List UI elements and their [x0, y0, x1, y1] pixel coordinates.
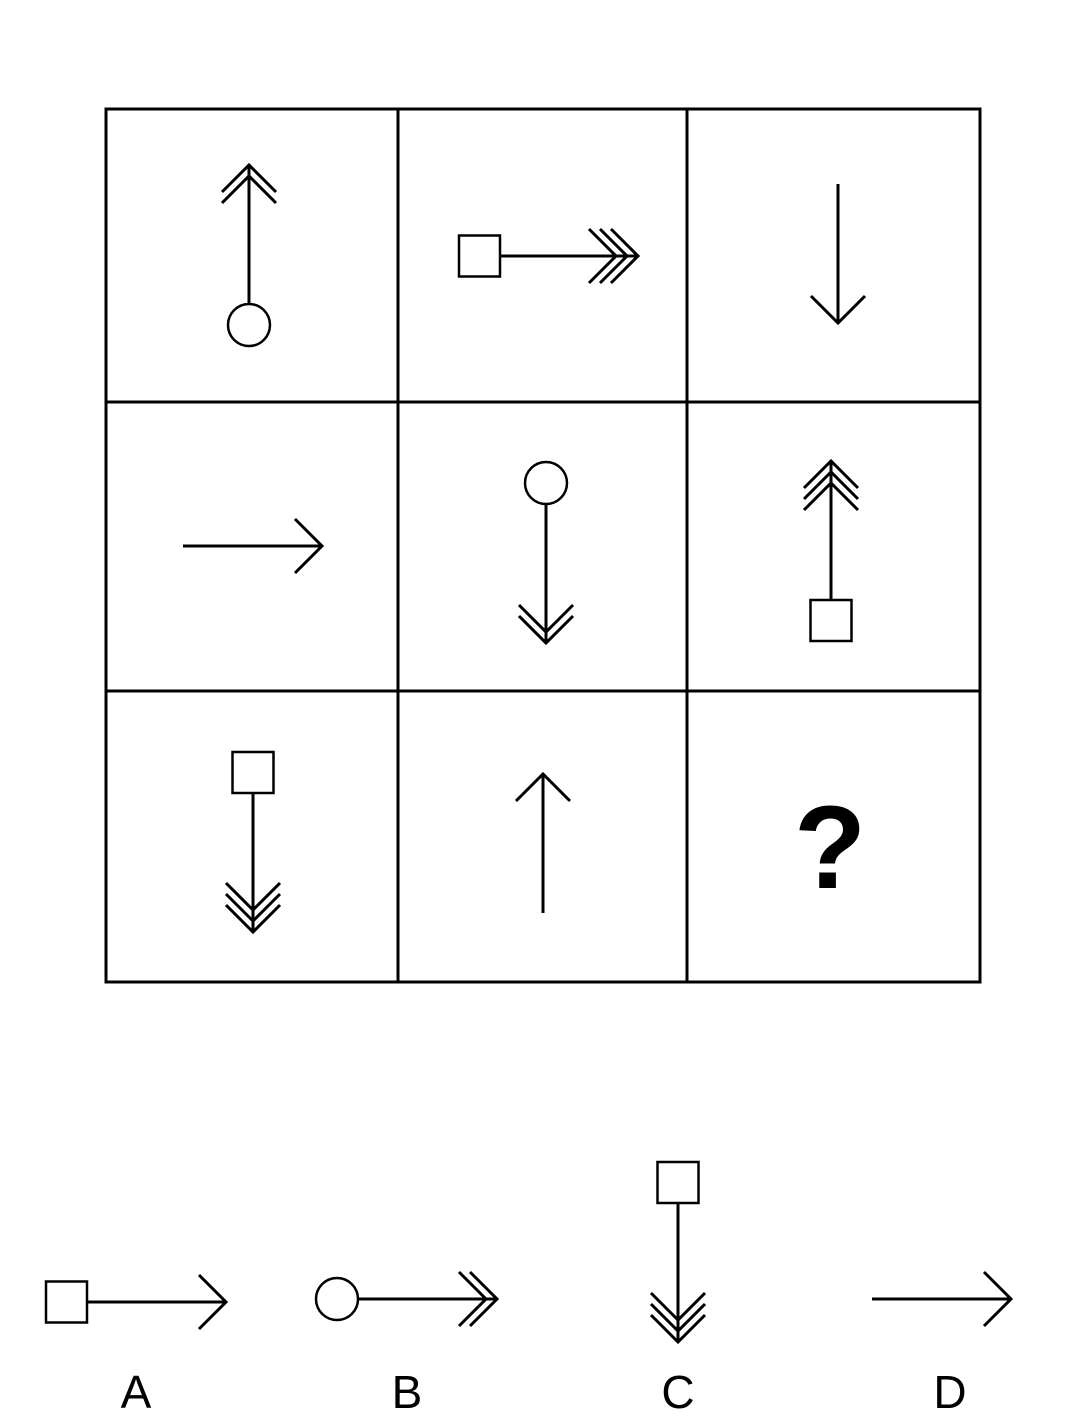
option-b-arrow[interactable]	[314, 1270, 500, 1328]
arrow-head-chevron	[598, 227, 630, 285]
grid-border	[104, 107, 982, 984]
grid-cell-r1c3-arrow	[809, 184, 867, 326]
arrow-head-chevron	[224, 881, 282, 913]
arrow-head-chevron	[802, 469, 860, 501]
arrow-head-chevron	[293, 517, 325, 575]
arrow-head-chevron	[982, 1270, 1014, 1328]
tail-square-icon	[809, 598, 853, 643]
tail-square-icon	[457, 234, 502, 278]
option-d-arrow[interactable]	[872, 1270, 1014, 1328]
tail-circle-icon	[226, 302, 272, 348]
grid-cell-r1c1-arrow	[220, 162, 278, 348]
arrow-head-chevron	[649, 1291, 707, 1323]
option-b-label[interactable]: B	[392, 1366, 423, 1418]
tail-circle-icon	[523, 460, 569, 506]
arrow-head-chevron	[468, 1270, 500, 1328]
puzzle-grid	[104, 107, 982, 984]
missing-cell-question-mark: ?	[794, 782, 866, 914]
option-a-arrow[interactable]	[44, 1273, 229, 1331]
arrow-head-chevron	[220, 173, 278, 205]
grid-cell-r3c2-arrow	[514, 771, 572, 913]
grid-cell-r2c1-arrow	[183, 517, 325, 575]
tail-square-icon	[656, 1160, 700, 1205]
grid-cell-r3c1-arrow	[224, 750, 282, 935]
arrow-head-chevron	[224, 903, 282, 935]
option-d-label[interactable]: D	[933, 1366, 966, 1418]
arrow-head-chevron	[457, 1270, 489, 1328]
arrow-head-chevron	[587, 227, 619, 285]
grid-cell-r2c3-arrow	[802, 458, 860, 643]
tail-square-icon	[231, 750, 275, 795]
arrow-head-chevron	[224, 892, 282, 924]
arrow-head-chevron	[514, 771, 572, 803]
arrow-head-chevron	[649, 1313, 707, 1345]
arrow-head-chevron	[609, 227, 641, 285]
tail-circle-icon	[314, 1276, 360, 1322]
option-c-label[interactable]: C	[661, 1366, 694, 1418]
arrow-head-chevron	[517, 603, 575, 635]
grid-cell-r2c2-arrow	[517, 460, 575, 646]
arrow-head-chevron	[802, 480, 860, 512]
option-a-label[interactable]: A	[121, 1366, 152, 1418]
arrow-head-chevron	[197, 1273, 229, 1331]
arrow-head-chevron	[649, 1302, 707, 1334]
arrow-head-chevron	[220, 162, 278, 194]
arrow-head-chevron	[517, 614, 575, 646]
option-c-arrow[interactable]	[649, 1160, 707, 1345]
arrow-head-chevron	[802, 458, 860, 490]
tail-square-icon	[44, 1280, 89, 1324]
arrow-head-chevron	[809, 294, 867, 326]
grid-cell-r1c2-arrow	[457, 227, 641, 285]
